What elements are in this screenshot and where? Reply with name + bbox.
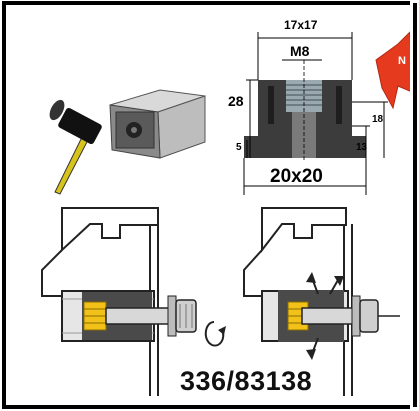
insert-cross-section: 17x17 M8 28 5 18 13 bbox=[228, 18, 388, 195]
install-view-right bbox=[243, 207, 400, 396]
dim-thread: M8 bbox=[290, 43, 310, 59]
badge-letter: N bbox=[398, 55, 406, 67]
rotate-arrow-icon bbox=[204, 321, 226, 347]
dim-height: 28 bbox=[228, 93, 244, 109]
dim-top-width: 17x17 bbox=[284, 18, 318, 32]
dim-base-width: 20x20 bbox=[270, 166, 323, 187]
dim-bottom-left: 5 bbox=[236, 142, 242, 153]
dim-side-right: 18 bbox=[372, 114, 384, 125]
hammer-icon bbox=[49, 99, 102, 195]
new-badge: N bbox=[375, 0, 419, 411]
expand-arrows-icon bbox=[306, 272, 344, 360]
install-view-left bbox=[41, 207, 226, 396]
part-number: 336/83138 bbox=[180, 366, 313, 396]
square-tube-end-icon bbox=[109, 89, 206, 159]
dim-bottom-right: 13 bbox=[356, 142, 368, 153]
